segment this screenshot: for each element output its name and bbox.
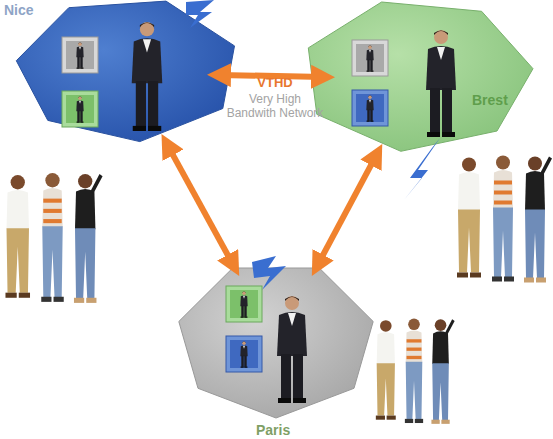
site-name: Brest [472,92,508,108]
audience-group [5,173,102,303]
site-name: Paris [256,422,290,438]
heptagon-outline [40,4,216,142]
site-heptagon: Nice [40,4,216,142]
network-link-arrow [167,145,233,266]
network-description: Very High Bandwith Network [225,92,325,120]
network-link-arrow [219,75,323,77]
audience-group [376,318,455,423]
site-heptagon: Paris [198,268,354,418]
audience-group [457,156,552,283]
site-heptagon: Brest [326,6,508,152]
heptagon-shape [308,2,533,151]
heptagon-outline [326,6,508,152]
heptagon-outline [198,268,354,418]
site-name: Nice [4,2,34,18]
network-name: VTHD [225,75,325,91]
heptagon-shape [16,1,234,142]
heptagon-shape [179,268,373,418]
network-link-arrow [317,155,376,266]
